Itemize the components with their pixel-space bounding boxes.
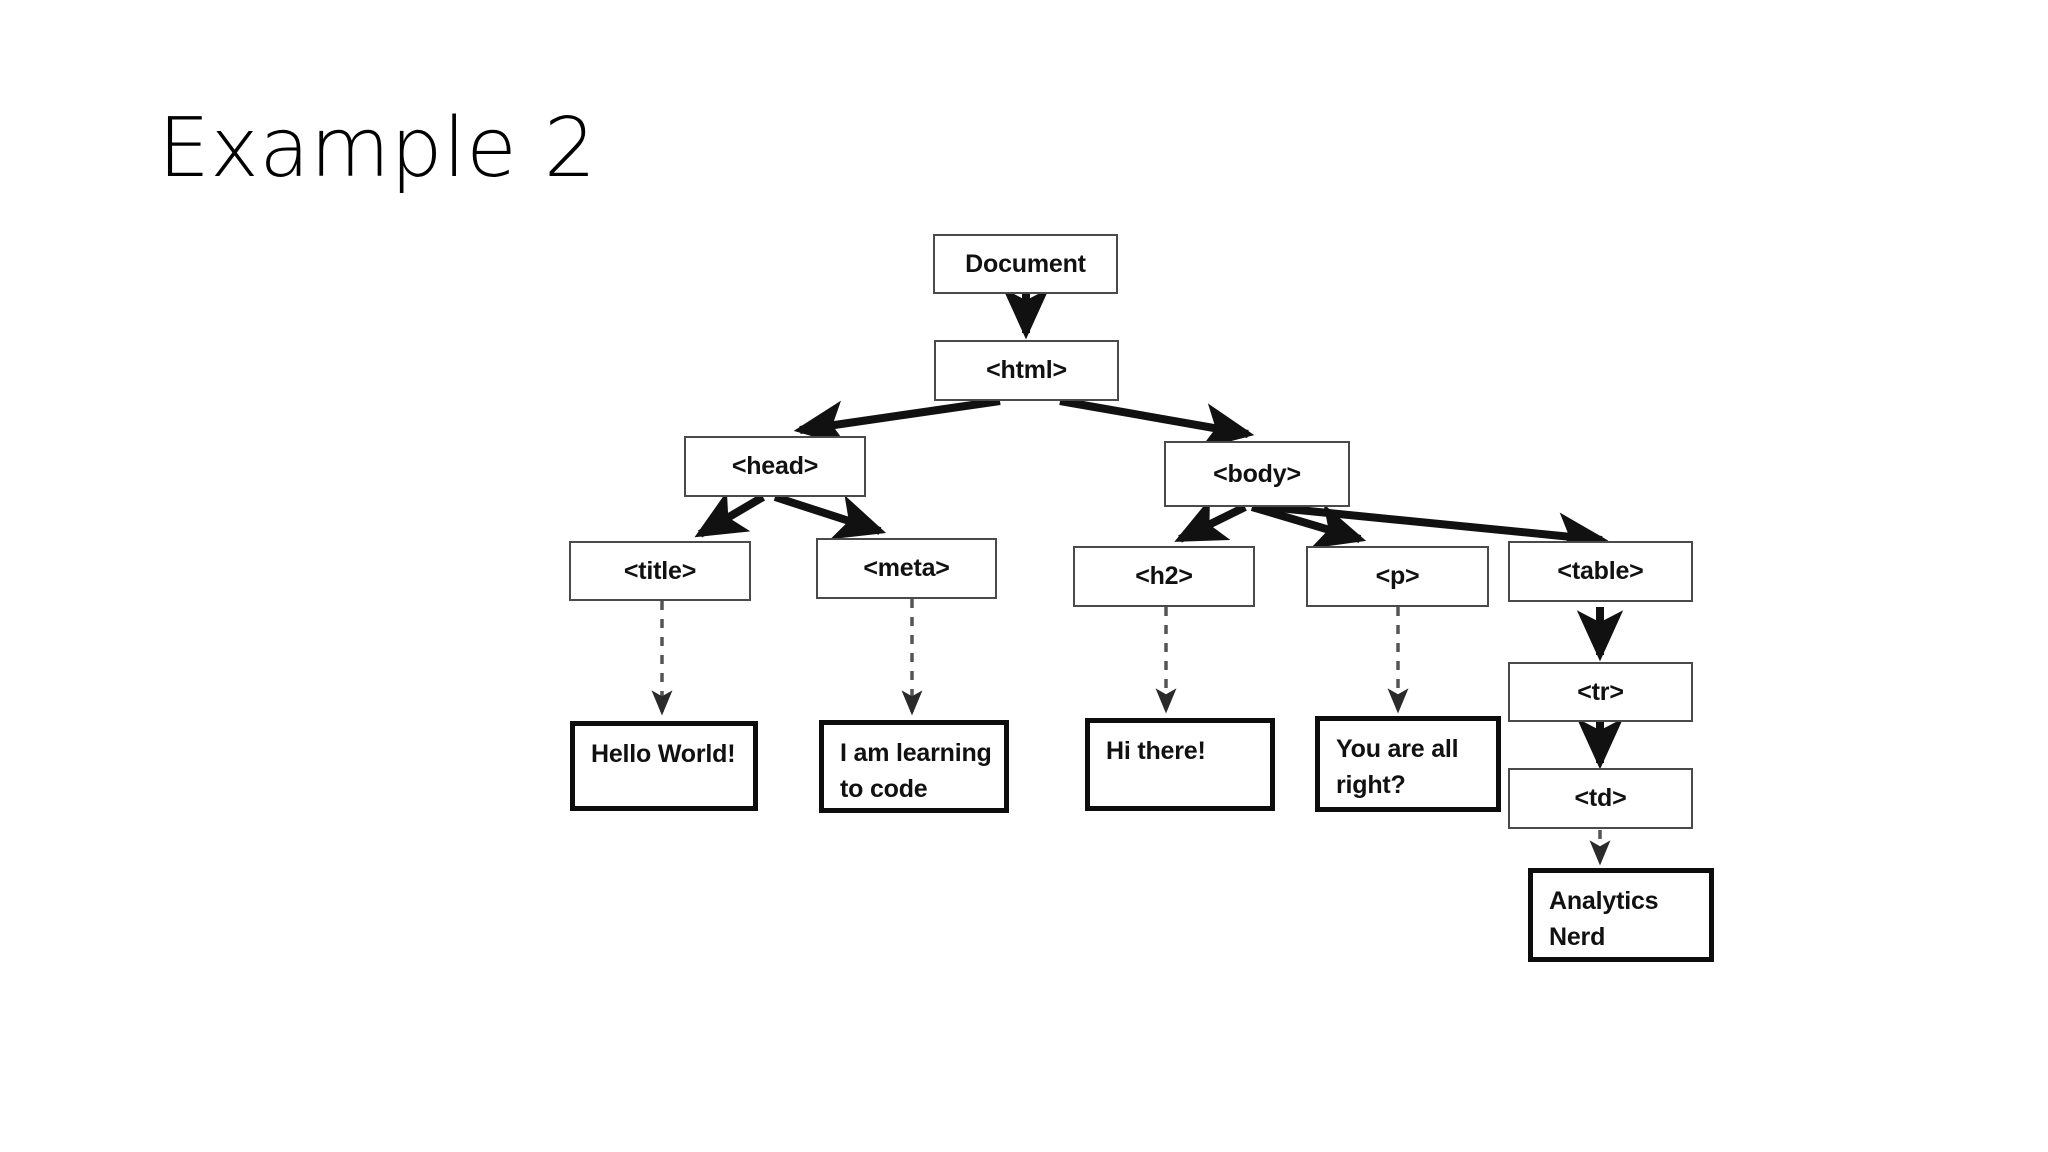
edge-body-p (1250, 503, 1367, 549)
node-p-label: <p> (1375, 562, 1420, 590)
node-meta[interactable]: <meta> (816, 538, 997, 599)
edge-html-body (1059, 397, 1255, 450)
text-line: I am learning (840, 739, 992, 767)
text-line: Analytics (1549, 887, 1659, 915)
node-text-hi-there[interactable]: Hi there! (1085, 718, 1275, 811)
text-line: You are all (1336, 735, 1459, 763)
node-table-label: <table> (1557, 557, 1644, 585)
text-line: right? (1336, 770, 1406, 799)
node-p[interactable]: <p> (1306, 546, 1489, 607)
node-text-you-are-all-right[interactable]: You are all right? (1315, 716, 1501, 812)
node-h2[interactable]: <h2> (1073, 546, 1255, 607)
node-td-label: <td> (1574, 784, 1627, 812)
text-line: Hi there! (1106, 737, 1206, 765)
node-table[interactable]: <table> (1508, 541, 1693, 602)
node-td[interactable]: <td> (1508, 768, 1693, 829)
page-title: Example 2 (158, 101, 597, 196)
node-head-label: <head> (731, 452, 819, 480)
node-body-label: <body> (1213, 459, 1301, 488)
edge-html-head (793, 397, 1001, 447)
edge-head-title (694, 491, 766, 538)
node-html[interactable]: <html> (934, 340, 1119, 401)
node-body[interactable]: <body> (1164, 441, 1350, 507)
text-line: Hello World! (591, 740, 736, 768)
edge-body-table (1257, 502, 1609, 559)
node-tr[interactable]: <tr> (1508, 662, 1693, 722)
node-html-label: <html> (986, 356, 1067, 384)
node-title-label: <title> (623, 556, 697, 585)
node-tr-label: <tr> (1577, 677, 1624, 706)
node-text-analytics-nerd[interactable]: Analytics Nerd (1528, 868, 1714, 962)
node-text-i-am-learning[interactable]: I am learning to code (819, 720, 1009, 813)
node-title[interactable]: <title> (569, 541, 751, 601)
node-text-hello-world[interactable]: Hello World! (570, 721, 758, 811)
edge-body-h2 (1174, 498, 1247, 543)
node-head[interactable]: <head> (684, 436, 866, 497)
node-document[interactable]: Document (933, 234, 1118, 294)
node-meta-label: <meta> (863, 554, 950, 582)
text-line: to code (840, 774, 928, 803)
node-document-label: Document (965, 249, 1086, 278)
node-h2-label: <h2> (1135, 562, 1193, 590)
text-line: Nerd (1549, 922, 1606, 951)
edge-head-meta (773, 493, 887, 540)
